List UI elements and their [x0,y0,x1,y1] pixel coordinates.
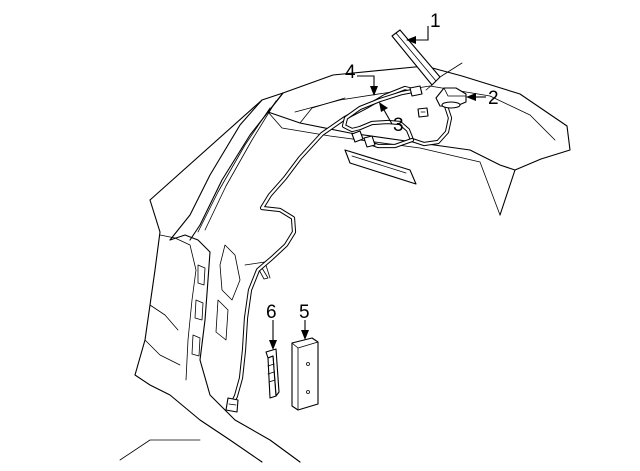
antenna-cable [225,85,423,413]
callout-4: 4 [345,62,356,83]
callout-3: 3 [393,115,404,136]
antenna-lead-harness [341,85,453,149]
module-bracket [265,348,280,399]
antenna-module [291,337,319,411]
callout-6: 6 [266,302,277,323]
antenna-base [435,87,467,109]
callout-5: 5 [299,302,310,323]
vehicle-body [119,65,571,463]
callout-leaders [269,26,486,350]
callout-2: 2 [488,88,499,109]
antenna-mast [391,29,463,91]
callout-1: 1 [430,11,441,32]
